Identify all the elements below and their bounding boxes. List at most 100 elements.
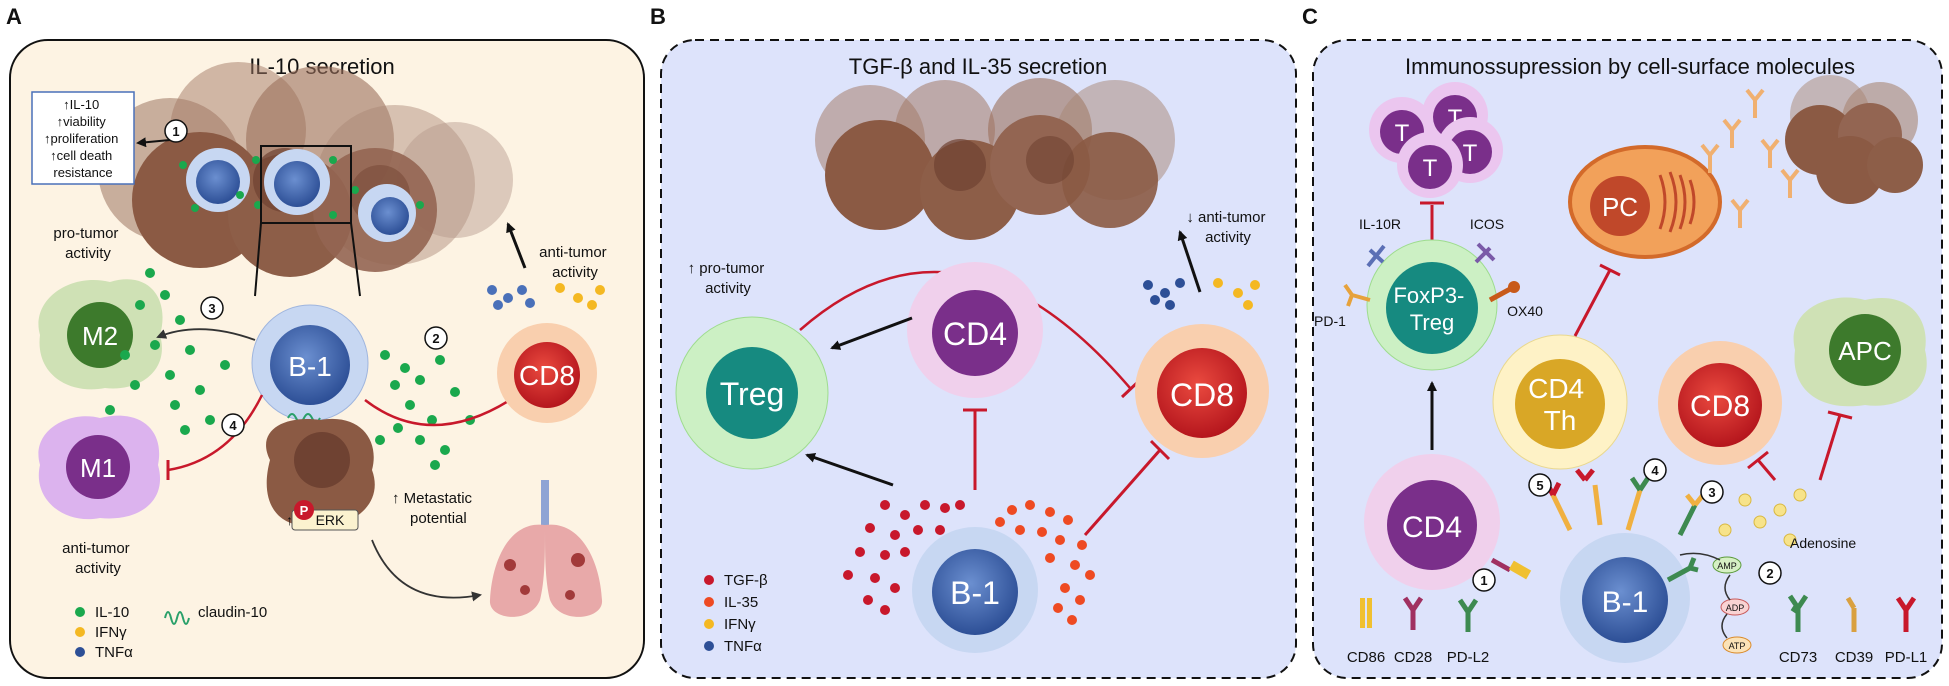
tgfb-particles xyxy=(843,500,965,615)
cd39-icon xyxy=(1845,596,1857,632)
cd8-label-c: CD8 xyxy=(1690,390,1750,423)
cd8-cell-a: CD8 xyxy=(497,323,597,423)
anti-tumor-activity-a-left: anti-tumor activity xyxy=(62,540,134,577)
adp-label: ADP xyxy=(1726,603,1745,613)
b1-cell-central-a: B-1 xyxy=(251,304,369,422)
panel-b-title: TGF-β and IL-35 secretion xyxy=(849,54,1107,79)
tumor-cluster-a xyxy=(98,62,513,277)
m2-macrophage: M2 xyxy=(38,279,163,390)
legend-c: CD86 CD28 PD-L2 CD73 CD39 PD-L1 xyxy=(1347,594,1928,666)
cd4-to-treg-arrow xyxy=(830,316,913,350)
legend-pd-l1: PD-L1 xyxy=(1885,649,1928,666)
pd-l1-icon xyxy=(1895,596,1917,632)
legend-tgfb: TGF-β xyxy=(724,572,768,589)
cytokines-cd8-b xyxy=(1143,278,1260,310)
cd86-icon xyxy=(1360,598,1372,628)
pd-l2-icon xyxy=(1457,598,1479,632)
m2-label: M2 xyxy=(82,321,118,351)
effects-box xyxy=(31,91,135,185)
step-2-badge xyxy=(424,326,448,350)
b1-cell-b: B-1 xyxy=(912,527,1038,653)
b1-cell-tumor-3 xyxy=(358,184,416,242)
legend-claudin: claudin-10 xyxy=(198,604,267,621)
amp-label: AMP xyxy=(1717,561,1737,571)
panel-c-title: Immunossupression by cell-surface molecu… xyxy=(1405,54,1855,79)
ectoenzyme-cascade xyxy=(1679,552,1731,639)
panel-b: B TGF-β and IL-35 secretion ↑ pro-tumor … xyxy=(650,4,1297,679)
legend-cd28: CD28 xyxy=(1394,649,1432,666)
cd8-label-b: CD8 xyxy=(1170,377,1234,413)
t-cell-cluster: T T T T xyxy=(1369,82,1503,198)
m1-macrophage: M1 xyxy=(38,415,161,520)
legend-ifng-b: IFNγ xyxy=(724,616,756,633)
cd8-inhibit-bar-c xyxy=(1747,450,1769,470)
cd8-cell-b: CD8 xyxy=(1135,324,1269,458)
step-c5-badge xyxy=(1528,473,1552,497)
adenosine-particles xyxy=(1718,488,1807,547)
step-c4-badge xyxy=(1643,458,1667,482)
erk-up-arrow: ↑ xyxy=(286,512,293,528)
cd8-to-tumor-arrow-b xyxy=(1177,230,1202,293)
amp-chip: AMP xyxy=(1712,556,1742,574)
cd73-on-b1 xyxy=(1666,557,1699,583)
tumor-cluster-b xyxy=(815,78,1175,240)
panel-a: A IL-10 secretion xyxy=(6,4,645,679)
step-c1-label: 1 xyxy=(1480,573,1487,588)
b1-to-m2-arrow xyxy=(156,328,256,341)
foxp3-treg-label: FoxP3- Treg xyxy=(1393,283,1470,335)
b1-cell-c: B-1 xyxy=(1560,533,1690,663)
icos-label: ICOS xyxy=(1470,216,1504,232)
antibodies-icon xyxy=(1700,88,1800,228)
legend-tnfa-a: TNFα xyxy=(95,644,133,661)
step-c4-label: 4 xyxy=(1651,463,1659,478)
step-c2-badge xyxy=(1758,561,1782,585)
cd4-th-label: CD4 Th xyxy=(1528,373,1592,436)
step-1-label: 1 xyxy=(172,124,179,139)
b1-cell-tumor-1 xyxy=(186,148,250,212)
cd4-label-c: CD4 xyxy=(1402,511,1462,544)
cd28-icon xyxy=(1402,596,1424,630)
step-c3-badge xyxy=(1700,480,1724,504)
phospho-label: P xyxy=(300,503,309,518)
anti-tumor-activity-a-right: anti-tumor activity xyxy=(539,244,611,281)
legend-cd73: CD73 xyxy=(1779,649,1817,666)
icos-receptor xyxy=(1474,242,1496,264)
lungs-icon xyxy=(489,480,603,617)
tumor-cluster-c xyxy=(1785,75,1923,204)
adp-chip: ADP xyxy=(1720,598,1750,616)
legend-cd39: CD39 xyxy=(1835,649,1873,666)
legend-a: IL-10 IFNγ TNFα claudin-10 xyxy=(75,604,267,661)
atp-label: ATP xyxy=(1729,641,1746,651)
legend-ifng-a: IFNγ xyxy=(95,624,127,641)
cytokines-cd8-a xyxy=(487,283,605,310)
b1-to-treg-arrow xyxy=(805,452,894,487)
b1-label-c: B-1 xyxy=(1602,586,1649,619)
step-c3-label: 3 xyxy=(1708,485,1715,500)
pc-inhibit-bar xyxy=(1599,263,1621,277)
cd8-cell-c: CD8 xyxy=(1658,341,1782,465)
legend-il35: IL-35 xyxy=(724,594,758,611)
effects-list: ↑IL-10 ↑viability ↑proliferation ↑cell d… xyxy=(44,97,122,180)
cd8-inhibit-bar-b2 xyxy=(1149,439,1171,461)
cd8-label-a: CD8 xyxy=(519,360,575,391)
il10r-receptor xyxy=(1366,244,1386,268)
cd4-th-cell: CD4 Th xyxy=(1492,334,1628,470)
zoom-line-left xyxy=(254,222,262,297)
step-4-badge xyxy=(221,413,245,437)
adenosine-inhibits-cd8 xyxy=(1756,459,1777,481)
adenosine-inhibits-apc xyxy=(1818,414,1842,481)
ox40-label: OX40 xyxy=(1507,303,1543,319)
cd4-cell-b: CD4 xyxy=(907,262,1043,398)
apc-cell: APC xyxy=(1793,297,1927,407)
il35-particles xyxy=(995,500,1095,625)
legend-pd-l2: PD-L2 xyxy=(1447,649,1490,666)
pro-tumor-activity-a: pro-tumor activity xyxy=(53,225,122,262)
b1-inhibits-cd8-b xyxy=(1083,449,1162,536)
legend-tnfa-b: TNFα xyxy=(724,638,762,655)
b1-label-b: B-1 xyxy=(950,575,1000,611)
il10-particles-a xyxy=(105,268,475,470)
m1-label: M1 xyxy=(80,453,116,483)
step-2-label: 2 xyxy=(432,331,439,346)
step-3-label: 3 xyxy=(208,301,215,316)
panel-c-letter: C xyxy=(1302,4,1318,29)
